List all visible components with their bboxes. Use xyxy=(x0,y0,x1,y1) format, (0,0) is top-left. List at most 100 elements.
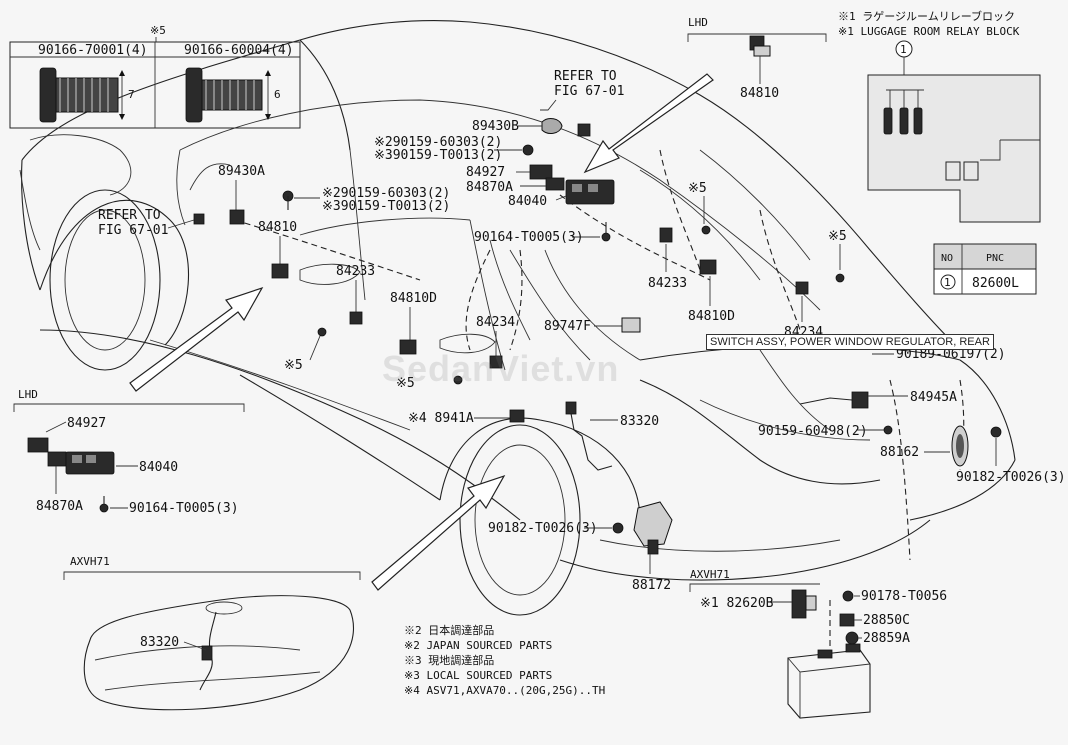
direction-arrows xyxy=(129,73,714,591)
label-28850C: 28850C xyxy=(863,613,910,628)
clamp-28850C-icon xyxy=(839,613,855,627)
arrow-rear-wheel xyxy=(371,474,506,591)
connector-89430A-icon xyxy=(229,209,245,225)
label-89430A: 89430A xyxy=(218,164,265,179)
sensor-83320-icon xyxy=(565,401,613,471)
label-84233-b: 84233 xyxy=(648,276,687,291)
clip-s5-c-icon xyxy=(701,225,711,235)
switch-84040-main-icon xyxy=(565,179,615,205)
watermark: SedanViet.vn xyxy=(382,348,620,389)
label-89430B: 89430B xyxy=(472,119,519,134)
tooltip-switch-assy: SWITCH ASSY, POWER WINDOW REGULATOR, REA… xyxy=(706,334,994,350)
arrow-rear-seat xyxy=(583,73,714,174)
clip-84233-icon xyxy=(317,327,327,337)
bolt-right-part-number: 90166-60004(4) xyxy=(184,43,294,58)
switch-84927-main-icon xyxy=(529,164,553,180)
switch-84234-b-icon xyxy=(795,281,809,295)
label-84870A: 84870A xyxy=(466,180,513,195)
axvh71-right-label: AXVH71 xyxy=(690,568,730,581)
label-88162: 88162 xyxy=(880,445,919,460)
label-28859A: 28859A xyxy=(863,631,910,646)
table-no: 1 xyxy=(944,276,951,289)
label-83320-tank: 83320 xyxy=(140,635,179,650)
label-s5-c: ※5 xyxy=(688,181,707,196)
label-90164: 90164-T0005(3) xyxy=(474,230,584,245)
sensor-8941A-icon xyxy=(509,409,525,423)
car-body-outline xyxy=(19,20,1016,616)
label-s5-b: ※5 xyxy=(396,376,415,391)
clip-b-icon xyxy=(282,190,294,210)
relay-title-en: ※1 LUGGAGE ROOM RELAY BLOCK xyxy=(838,25,1020,38)
refer-left-line2: FIG 67-01 xyxy=(98,223,168,238)
bracket-82620B-icon xyxy=(791,589,817,619)
relay-title-jp: ※1 ラゲージルームリレーブロック xyxy=(838,9,1015,23)
label-84234-a: 84234 xyxy=(476,315,515,330)
label-84040: 84040 xyxy=(508,194,547,209)
switch-84233-a-icon xyxy=(349,311,363,325)
switch-84927-icon xyxy=(27,437,49,453)
lhd-left-label: LHD xyxy=(18,388,38,401)
table-head-pnc: PNC xyxy=(986,253,1004,264)
switch-84234-a-icon xyxy=(489,355,503,369)
label-88172: 88172 xyxy=(632,578,671,593)
lhd-label-84927: 84927 xyxy=(67,416,106,431)
label-84810-top: 84810 xyxy=(740,86,779,101)
label-82620B: ※1 82620B xyxy=(700,596,774,611)
sensor-89747F-icon xyxy=(621,317,641,333)
label-90182-right: 90182-T0026(3) xyxy=(956,470,1066,485)
lhd-top-label: LHD xyxy=(688,16,708,29)
label-pn-b1: ※290159-60303(2) xyxy=(322,186,450,201)
label-90159-60498: 90159-60498(2) xyxy=(758,424,868,439)
label-pn-a2: ※390159-T0013(2) xyxy=(374,148,502,163)
bolt-inset: ※5 90166-70001(4) 90166-60004(4) 7 6 xyxy=(9,24,301,129)
legend-line-3: ※3 現地調達部品 xyxy=(404,653,494,667)
label-90189: 90189-06197(2) xyxy=(896,347,1006,362)
switch-84810D-b-icon xyxy=(699,259,717,275)
inset-note: ※5 xyxy=(150,24,166,37)
legend-line-4: ※3 LOCAL SOURCED PARTS xyxy=(404,669,552,682)
sensor-88172-icon xyxy=(633,501,673,555)
legend-line-2: ※2 JAPAN SOURCED PARTS xyxy=(404,639,552,652)
label-84810D-a: 84810D xyxy=(390,291,437,306)
axvh71-left-label: AXVH71 xyxy=(70,555,110,568)
relay-marker: 1 xyxy=(900,43,907,56)
legend: ※2 日本調達部品 ※2 JAPAN SOURCED PARTS ※3 現地調達… xyxy=(404,623,605,697)
refer-top-line2: FIG 67-01 xyxy=(554,84,624,99)
bolt-left-part-number: 90166-70001(4) xyxy=(38,43,148,58)
switch-84810D-a-icon xyxy=(399,339,417,355)
refer-top-line1: REFER TO xyxy=(554,69,617,84)
nut-90182-r-icon xyxy=(990,426,1002,438)
clip-a-icon xyxy=(522,144,534,156)
nut-90178-icon xyxy=(842,590,854,602)
legend-line-5: ※4 ASV71,AXVA70..(20G,25G)..TH xyxy=(404,684,605,697)
fuel-tank-group: AXVH71 83320 xyxy=(63,555,361,711)
label-84927: 84927 xyxy=(466,165,505,180)
connector-89430B-icon xyxy=(541,118,591,137)
table-head-no: NO xyxy=(941,253,953,264)
label-pn-b2: ※390159-T0013(2) xyxy=(322,199,450,214)
refer-left-line1: REFER TO xyxy=(98,208,161,223)
label-84945A: 84945A xyxy=(910,390,957,405)
label-8941A: ※4 8941A xyxy=(408,411,474,426)
clip-s5-d-icon xyxy=(835,273,845,283)
label-89747F: 89747F xyxy=(544,319,591,334)
label-90178: 90178-T0056 xyxy=(861,589,947,604)
table-pnc: 82600L xyxy=(972,276,1019,291)
label-84810-mid: 84810 xyxy=(258,220,297,235)
lhd-top-group: LHD 84810 xyxy=(687,16,827,101)
label-s5-a: ※5 xyxy=(284,358,303,373)
clamp-28859A-icon xyxy=(845,631,859,645)
switch-84945A-icon xyxy=(799,391,869,409)
nut-90182-c-icon xyxy=(612,522,624,534)
switch-84810-icon xyxy=(749,35,771,57)
connector-left-icon xyxy=(193,213,205,225)
legend-line-1: ※2 日本調達部品 xyxy=(404,623,494,637)
arrow-front-door xyxy=(129,286,264,392)
lhd-label-84040: 84040 xyxy=(139,460,178,475)
sensor-88162-icon xyxy=(951,425,969,467)
label-84233-a: 84233 xyxy=(336,264,375,279)
label-s5-d: ※5 xyxy=(828,229,847,244)
label-pn-a1: ※290159-60303(2) xyxy=(374,135,502,150)
label-90182-center: 90182-T0026(3) xyxy=(488,521,598,536)
screw-90164-main-icon xyxy=(601,222,611,242)
